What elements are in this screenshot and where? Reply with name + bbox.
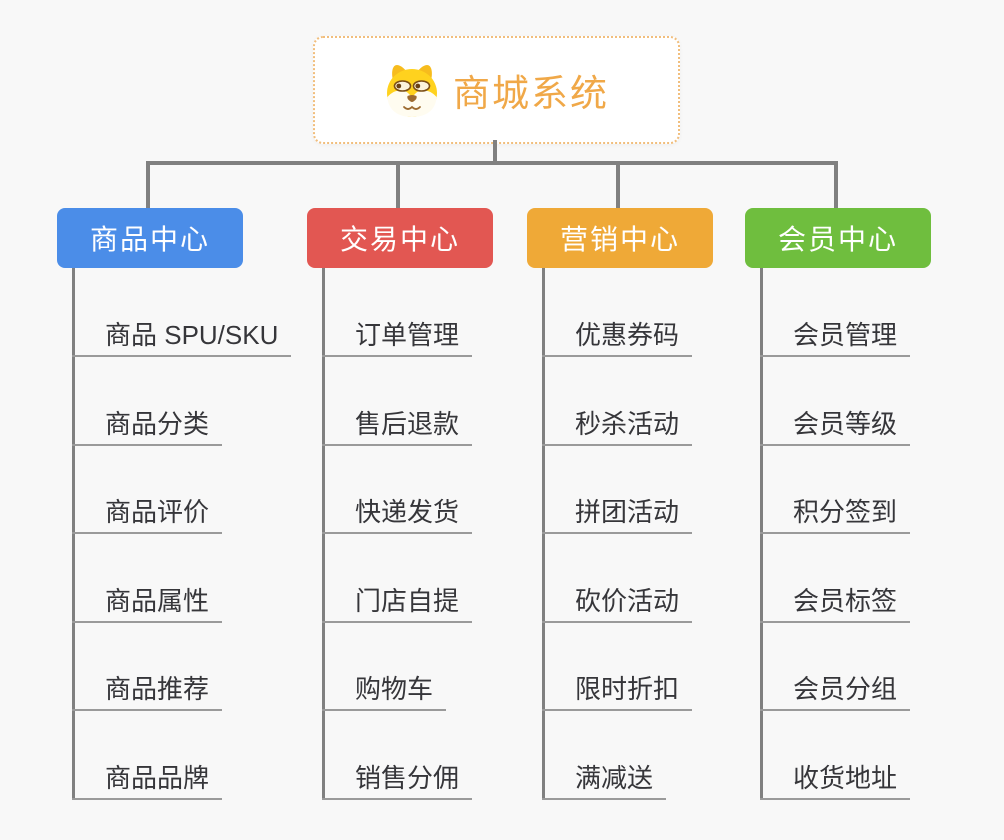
- branch-head-trade-center[interactable]: 交易中心: [307, 208, 493, 268]
- subtopic-item[interactable]: 会员管理: [760, 315, 911, 357]
- subtopic-item[interactable]: 快递发货: [322, 492, 473, 534]
- subtopic-item[interactable]: 积分签到: [760, 492, 911, 534]
- connector-horizontal-rail: [146, 161, 838, 165]
- subtopic-item[interactable]: 砍价活动: [542, 581, 693, 623]
- subtopic-item[interactable]: 商品推荐: [72, 669, 223, 711]
- subtopic-item[interactable]: 订单管理: [322, 315, 473, 357]
- connector-stub: [616, 161, 620, 208]
- root-topic[interactable]: 商城系统: [313, 36, 680, 144]
- subtopic-item[interactable]: 门店自提: [322, 581, 473, 623]
- subtopic-item[interactable]: 会员分组: [760, 669, 911, 711]
- connector-stub: [834, 161, 838, 208]
- subtopic-item[interactable]: 售后退款: [322, 404, 473, 446]
- subtopic-item[interactable]: 优惠券码: [542, 315, 693, 357]
- subtopic-item[interactable]: 会员标签: [760, 581, 911, 623]
- connector-stub: [396, 161, 400, 208]
- shiba-dog-icon: [384, 61, 440, 119]
- branch-head-marketing-center[interactable]: 营销中心: [527, 208, 713, 268]
- branch-trunk: [322, 268, 325, 800]
- subtopic-item[interactable]: 购物车: [322, 669, 447, 711]
- branch-head-product-center[interactable]: 商品中心: [57, 208, 243, 268]
- branch-head-member-center[interactable]: 会员中心: [745, 208, 931, 268]
- branch-trunk: [542, 268, 545, 800]
- subtopic-item[interactable]: 秒杀活动: [542, 404, 693, 446]
- root-topic-title: 商城系统: [453, 73, 609, 114]
- subtopic-item[interactable]: 销售分佣: [322, 758, 473, 800]
- subtopic-item[interactable]: 商品品牌: [72, 758, 223, 800]
- subtopic-item[interactable]: 满减送: [542, 758, 667, 800]
- subtopic-item[interactable]: 会员等级: [760, 404, 911, 446]
- subtopic-item[interactable]: 商品评价: [72, 492, 223, 534]
- connector-root-vertical: [493, 140, 497, 165]
- subtopic-item[interactable]: 拼团活动: [542, 492, 693, 534]
- branch-trunk: [72, 268, 75, 800]
- subtopic-item[interactable]: 限时折扣: [542, 669, 693, 711]
- subtopic-item[interactable]: 收货地址: [760, 758, 911, 800]
- branch-trunk: [760, 268, 763, 800]
- subtopic-item[interactable]: 商品分类: [72, 404, 223, 446]
- connector-stub: [146, 161, 150, 208]
- subtopic-item[interactable]: 商品属性: [72, 581, 223, 623]
- subtopic-item[interactable]: 商品 SPU/SKU: [72, 315, 292, 357]
